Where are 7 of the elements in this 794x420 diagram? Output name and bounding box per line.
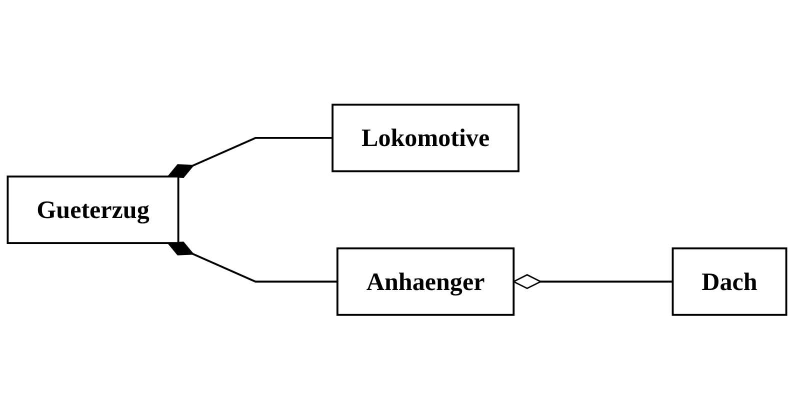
class-box: Anhaenger	[336, 248, 515, 316]
association-line	[512, 274, 673, 290]
association-line	[168, 137, 333, 178]
class-box: Lokomotive	[332, 104, 520, 172]
association-line	[168, 242, 338, 283]
class-box: Dach	[672, 248, 788, 316]
class-box: Gueterzug	[6, 176, 180, 244]
